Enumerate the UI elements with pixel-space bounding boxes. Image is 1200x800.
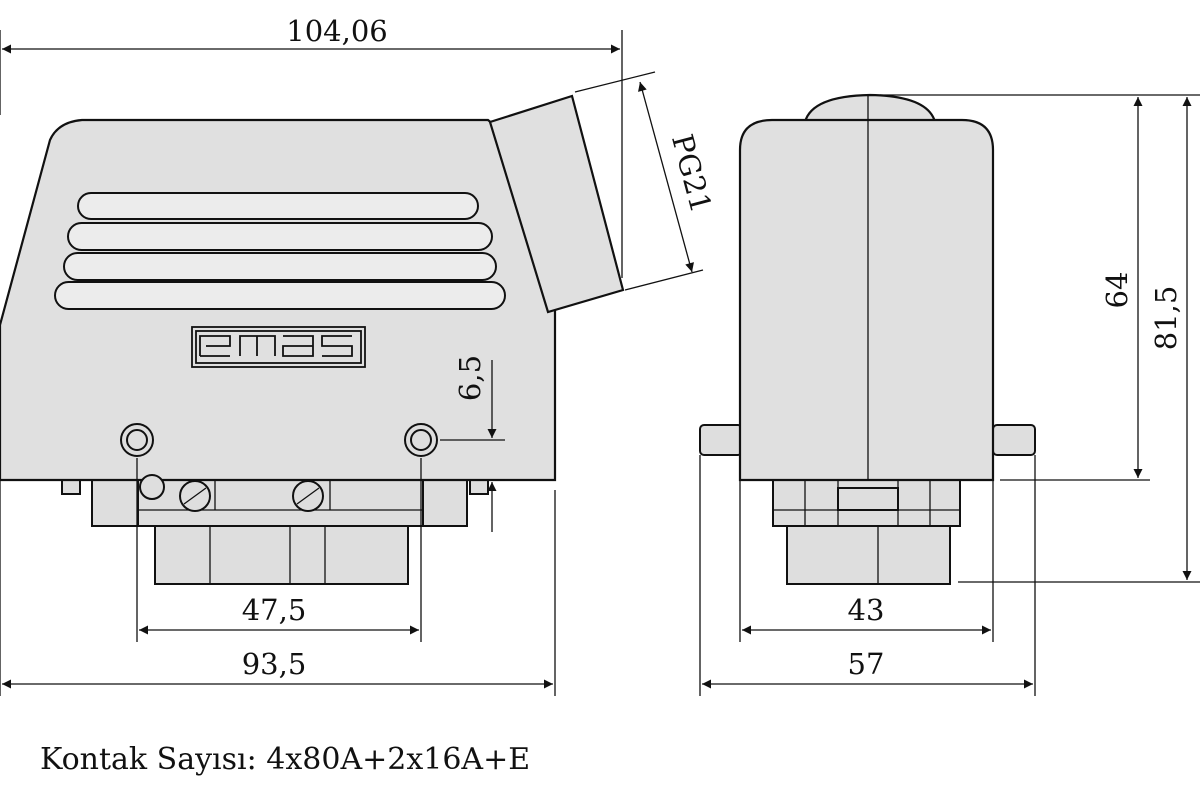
dim-total-height: 81,5 xyxy=(1149,286,1183,351)
dim-total-width: 104,06 xyxy=(286,14,387,48)
dim-inner-width-side: 43 xyxy=(848,593,885,627)
contact-count-caption: Kontak Sayısı: 4x80A+2x16A+E xyxy=(40,742,531,777)
base-lock-pin xyxy=(139,474,165,500)
side-insert-block xyxy=(786,525,951,585)
front-view xyxy=(0,94,625,585)
front-insert-block xyxy=(154,525,409,585)
vent-slot xyxy=(67,222,493,251)
side-hood-body xyxy=(738,118,995,482)
dim-screw-offset: 6,5 xyxy=(453,355,487,401)
vent-slot xyxy=(77,192,479,220)
cable-entry-spout xyxy=(488,94,625,314)
base-slotted-screw-right xyxy=(292,480,324,512)
side-dimensions: 43 57 64 81,5 xyxy=(699,94,1200,696)
dim-outer-width-side: 57 xyxy=(848,647,885,681)
side-cable-dome xyxy=(803,93,937,124)
dim-body-height: 64 xyxy=(1100,272,1134,309)
front-screw-right xyxy=(404,423,438,457)
side-pin-left xyxy=(699,424,743,456)
emas-logo xyxy=(191,326,366,368)
front-latch-left xyxy=(61,479,81,495)
side-base-clip xyxy=(837,487,899,511)
front-screw-left xyxy=(120,423,154,457)
side-view xyxy=(699,93,1036,585)
front-latch-right xyxy=(469,479,489,495)
dim-outer-width-front: 93,5 xyxy=(242,647,307,681)
dim-inner-width-front: 47,5 xyxy=(242,593,307,627)
vent-slot xyxy=(63,252,497,281)
side-pin-right xyxy=(992,424,1036,456)
base-slotted-screw-left xyxy=(179,480,211,512)
vent-slot xyxy=(54,281,506,310)
